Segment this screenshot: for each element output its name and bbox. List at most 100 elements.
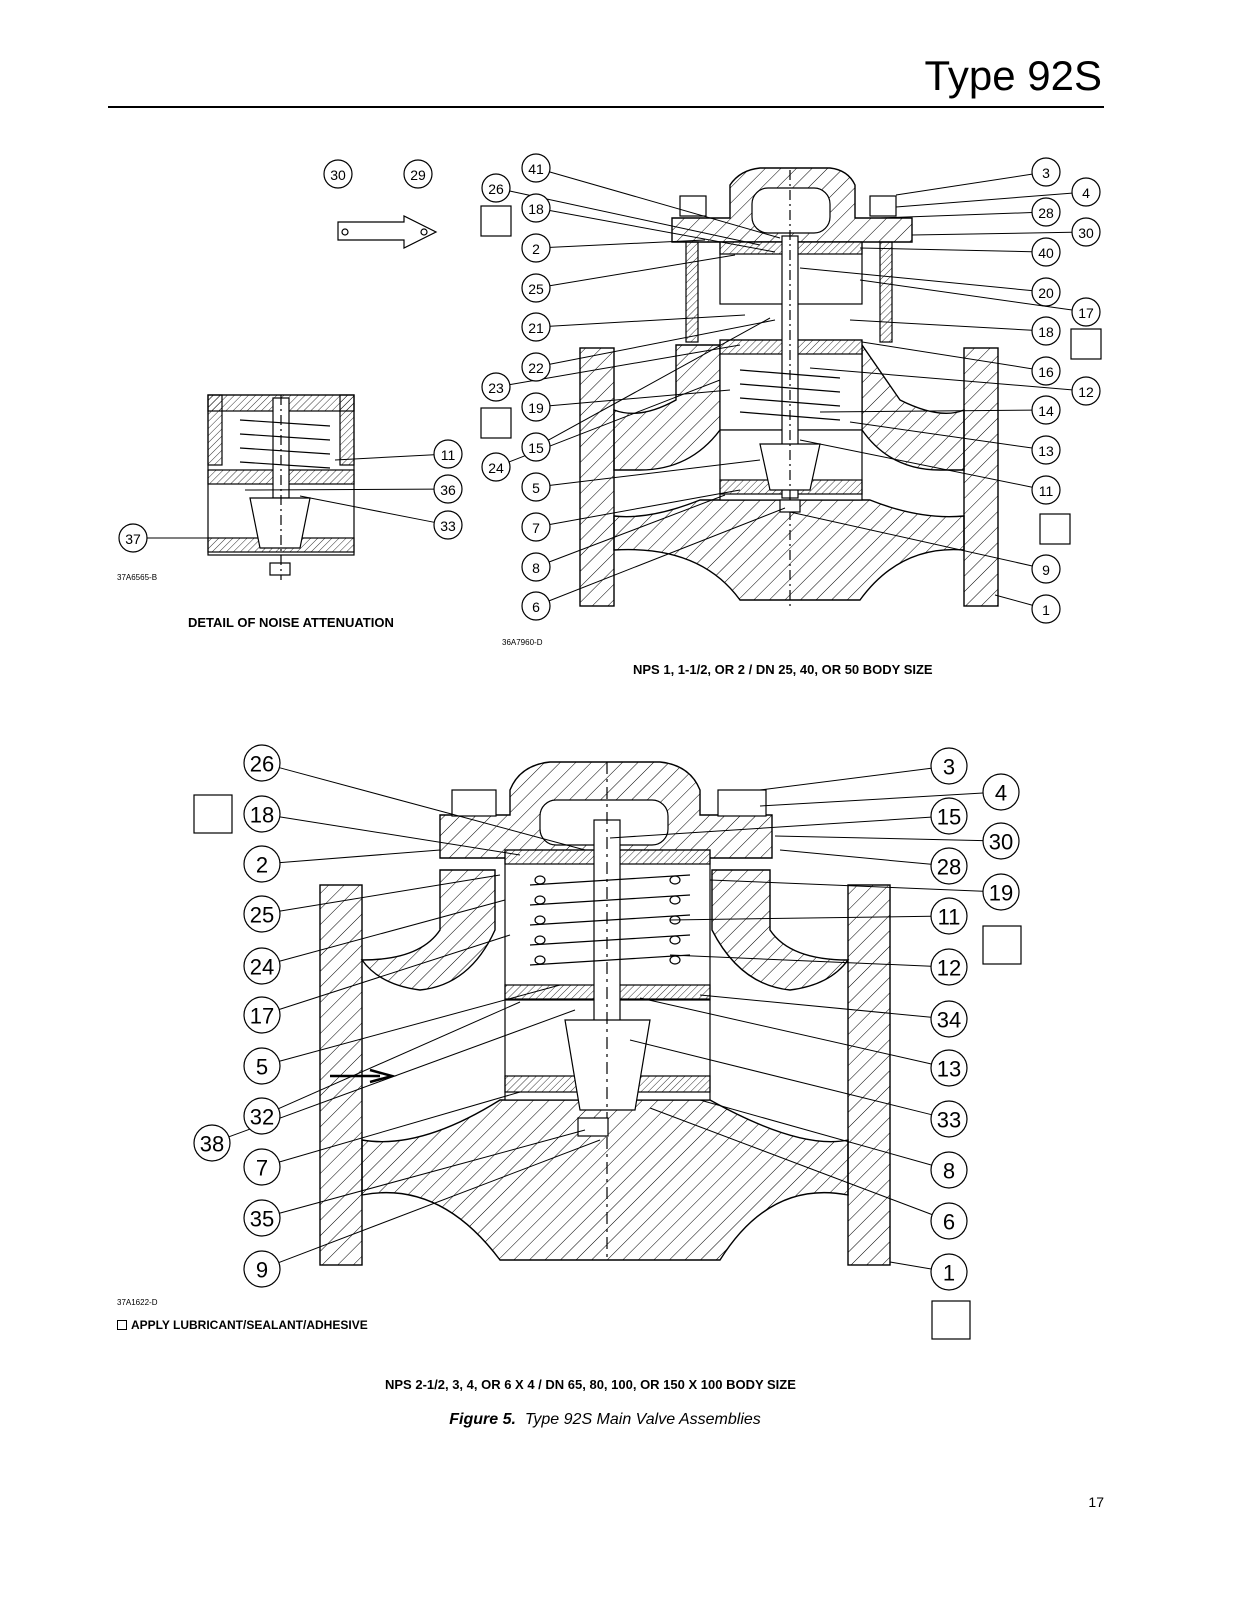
callout-number: 21 <box>528 320 544 336</box>
large-view-caption: NPS 2-1/2, 3, 4, OR 6 X 4 / DN 65, 80, 1… <box>385 1377 796 1392</box>
callout-5: 5 <box>521 472 551 502</box>
large-valve-internals <box>330 762 767 1262</box>
leader-line <box>649 1107 933 1216</box>
callout-18: 18 <box>1031 316 1061 346</box>
leader-line <box>549 171 781 239</box>
callout-number: 15 <box>528 440 544 456</box>
callout-30: 30 <box>323 159 353 189</box>
leader-line <box>279 767 586 851</box>
leader-line <box>799 267 1033 292</box>
large-valve-spring <box>529 874 691 966</box>
callout-number: 18 <box>528 201 544 217</box>
leader-line <box>759 792 984 807</box>
leader-line <box>279 1129 586 1214</box>
leader-line <box>859 247 1033 253</box>
callout-number: 37 <box>125 531 141 547</box>
callout-number: 20 <box>1038 285 1054 301</box>
leader-line <box>609 816 932 839</box>
lubricant-square-icon <box>117 1320 127 1330</box>
leader-line <box>279 816 521 856</box>
leader-line <box>549 489 741 525</box>
callout-26: 26 <box>481 173 511 203</box>
callout-33: 33 <box>930 1100 968 1138</box>
lubricant-marker <box>480 407 512 439</box>
callout-7: 7 <box>521 512 551 542</box>
callout-number: 18 <box>250 803 274 828</box>
callout-12: 12 <box>930 948 968 986</box>
callout-number: 22 <box>528 360 544 376</box>
leader-line <box>849 421 1033 449</box>
figure-number: Figure 5. <box>449 1411 516 1428</box>
callout-number: 11 <box>1039 483 1054 499</box>
callout-25: 25 <box>243 895 281 933</box>
lubricant-marker <box>480 205 512 237</box>
callout-35: 35 <box>243 1199 281 1237</box>
leader-line <box>279 899 506 962</box>
leader-line <box>994 594 1033 606</box>
callout-29: 29 <box>403 159 433 189</box>
callout-number: 25 <box>528 281 544 297</box>
leader-line <box>889 1261 932 1270</box>
leader-line <box>669 915 932 921</box>
leader-line <box>861 341 1033 370</box>
callout-24: 24 <box>481 452 511 482</box>
leader-line <box>774 835 984 842</box>
callout-number: 26 <box>250 752 274 777</box>
callout-number: 33 <box>440 518 456 534</box>
detail-view-drawing <box>207 215 438 580</box>
callout-16: 16 <box>1031 356 1061 386</box>
callout-14: 14 <box>1031 395 1061 425</box>
callout-2: 2 <box>243 845 281 883</box>
leader-line <box>279 849 441 864</box>
leader-line <box>278 1139 601 1264</box>
callout-number: 30 <box>330 167 346 183</box>
callout-number: 18 <box>1038 324 1054 340</box>
callout-15: 15 <box>930 797 968 835</box>
detail-caption: DETAIL OF NOISE ATTENUATION <box>188 615 394 630</box>
callout-number: 11 <box>938 905 961 930</box>
callout-number: 28 <box>1038 205 1054 221</box>
callout-19: 19 <box>521 392 551 422</box>
callout-number: 36 <box>440 482 456 498</box>
callout-number: 4 <box>995 781 1007 806</box>
callout-number: 9 <box>256 1258 268 1283</box>
leader-line <box>799 439 1033 488</box>
page-number: 17 <box>1088 1494 1104 1510</box>
callout-number: 3 <box>1042 165 1050 181</box>
callout-19: 19 <box>982 873 1020 911</box>
callout-36: 36 <box>433 474 463 504</box>
callout-number: 8 <box>943 1159 955 1184</box>
callout-38: 38 <box>193 1124 231 1162</box>
callout-number: 33 <box>937 1108 961 1133</box>
leader-line <box>549 239 706 248</box>
callout-number: 13 <box>937 1057 961 1082</box>
lubricant-marker <box>982 925 1022 965</box>
leader-line <box>639 997 932 1065</box>
callout-number: 30 <box>989 830 1013 855</box>
callout-6: 6 <box>930 1202 968 1240</box>
lubricant-marker <box>1039 513 1071 545</box>
callout-number: 41 <box>528 161 544 177</box>
callout-number: 7 <box>256 1156 268 1181</box>
callout-41: 41 <box>521 153 551 183</box>
leader-line <box>629 1039 932 1116</box>
leader-line <box>278 1001 521 1110</box>
callout-number: 17 <box>250 1004 274 1029</box>
callout-number: 34 <box>937 1008 961 1033</box>
callout-24: 24 <box>243 947 281 985</box>
callout-number: 24 <box>250 955 274 980</box>
leader-line <box>549 319 776 365</box>
callout-number: 32 <box>250 1105 274 1130</box>
leader-line <box>548 507 786 602</box>
callout-number: 19 <box>989 881 1013 906</box>
legend: APPLY LUBRICANT/SEALANT/ADHESIVE <box>117 1318 368 1332</box>
leader-line <box>779 849 932 865</box>
callout-11: 11 <box>1031 475 1061 505</box>
leader-line <box>299 495 435 523</box>
callout-number: 24 <box>488 460 504 476</box>
leader-line <box>809 367 1073 391</box>
callout-5: 5 <box>243 1047 281 1085</box>
leader-line <box>895 173 1033 196</box>
callout-number: 1 <box>1042 602 1050 618</box>
